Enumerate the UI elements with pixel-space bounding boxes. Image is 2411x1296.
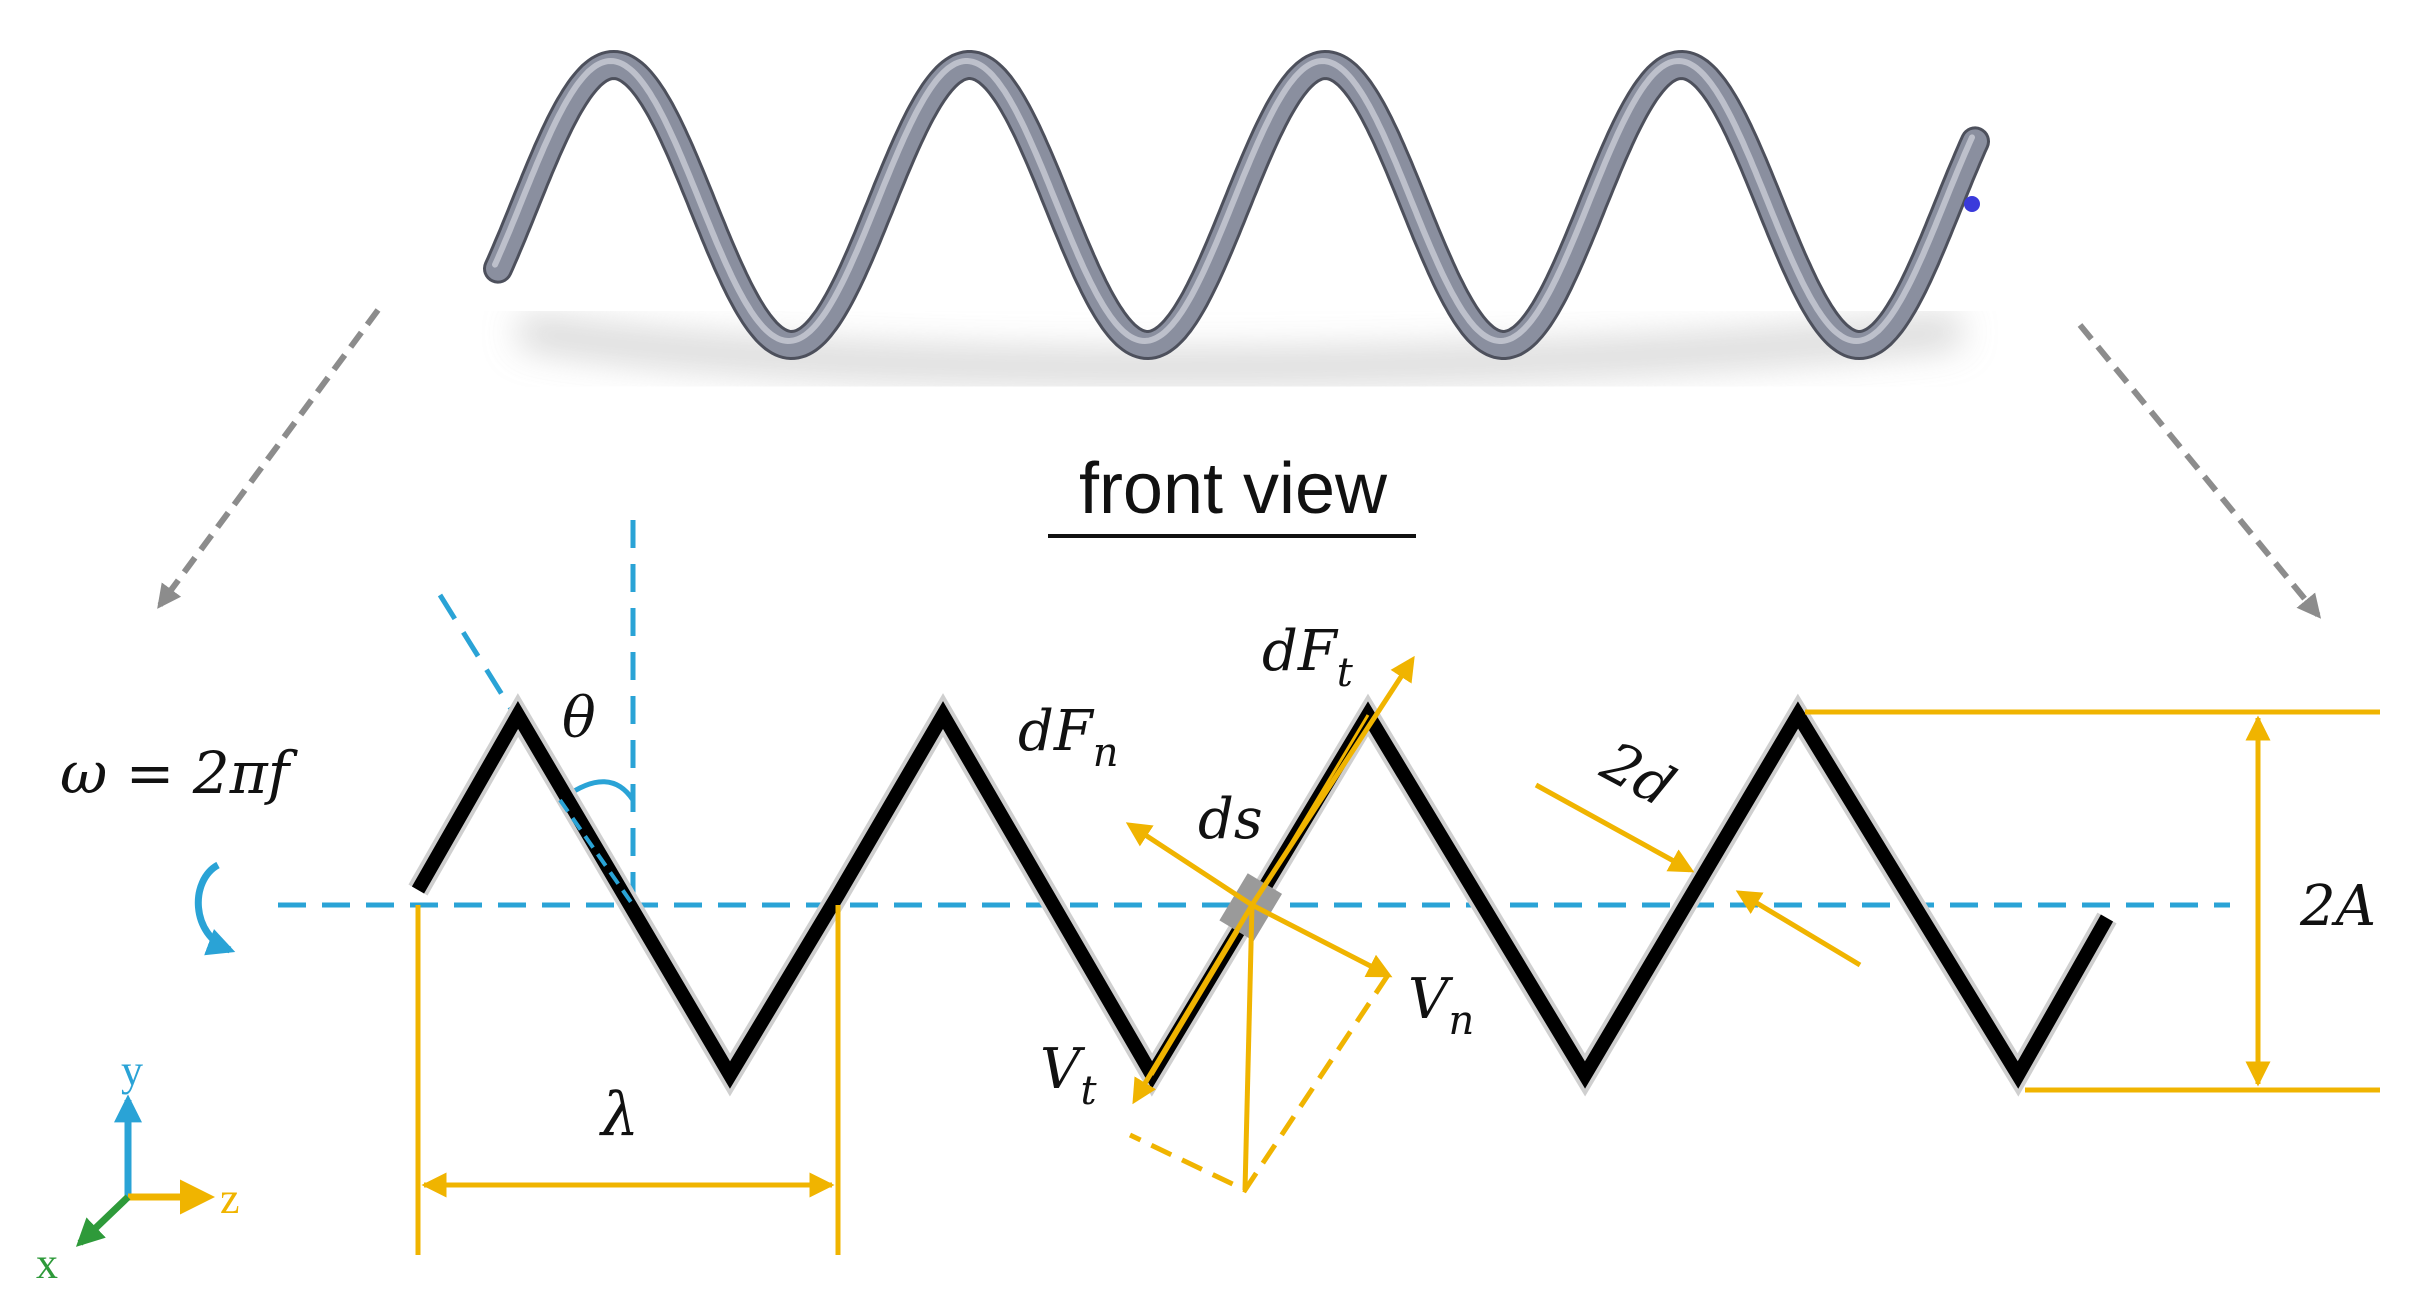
dFn-label-main: dF	[1018, 699, 1095, 764]
dFn-label: dFn	[1018, 699, 1118, 776]
Vt-label-main: V	[1040, 1037, 1086, 1102]
axis-x-arrow	[75, 1194, 131, 1247]
ds-label: ds	[1198, 787, 1263, 852]
axis-z-label: z	[220, 1174, 240, 1223]
dFt-arrow	[1249, 655, 1415, 907]
Vt-arrow	[1132, 903, 1255, 1105]
Vt-label-sub: t	[1080, 1068, 1097, 1114]
two-d-label: 2d	[1590, 729, 1685, 820]
Vn-label-sub: n	[1448, 998, 1474, 1044]
dFt-label-main: dF	[1262, 619, 1339, 684]
V-resultant	[1242, 904, 1255, 1191]
helix-highlight	[492, 57, 1975, 345]
helix-end-cap	[1964, 196, 1980, 212]
Vt-label: Vt	[1040, 1037, 1097, 1114]
omega-label: ω = 2πf	[60, 739, 299, 807]
theta-label: θ	[562, 686, 596, 751]
axis-y-label: y	[121, 1046, 143, 1095]
helix-tube	[486, 52, 1987, 358]
Vn-arrow	[1250, 902, 1393, 978]
2d-arrow-bottom	[1735, 890, 1862, 968]
gray-arrow-left	[157, 308, 381, 609]
helix-shadow	[517, 315, 1962, 383]
velocity-parallelogram	[1128, 973, 1391, 1194]
coordinate-triad: y z x	[36, 1046, 240, 1288]
two-A-label: 2A	[2299, 874, 2376, 939]
dFn-arrow	[1125, 822, 1254, 908]
dFt-label-sub: t	[1337, 650, 1354, 696]
dFt-label: dFt	[1262, 619, 1354, 696]
axis-x-label: x	[36, 1239, 58, 1288]
helix-3d	[483, 49, 1990, 383]
front-view-caption: front view	[1079, 449, 1388, 529]
gray-arrow-right	[2077, 323, 2322, 619]
2d-arrow-top	[1534, 782, 1695, 873]
lambda-label: λ	[599, 1080, 639, 1150]
Vn-label: Vn	[1408, 967, 1474, 1044]
rotation-icon	[194, 861, 236, 956]
dFn-label-sub: n	[1093, 730, 1119, 776]
Vn-label-main: V	[1408, 967, 1454, 1032]
